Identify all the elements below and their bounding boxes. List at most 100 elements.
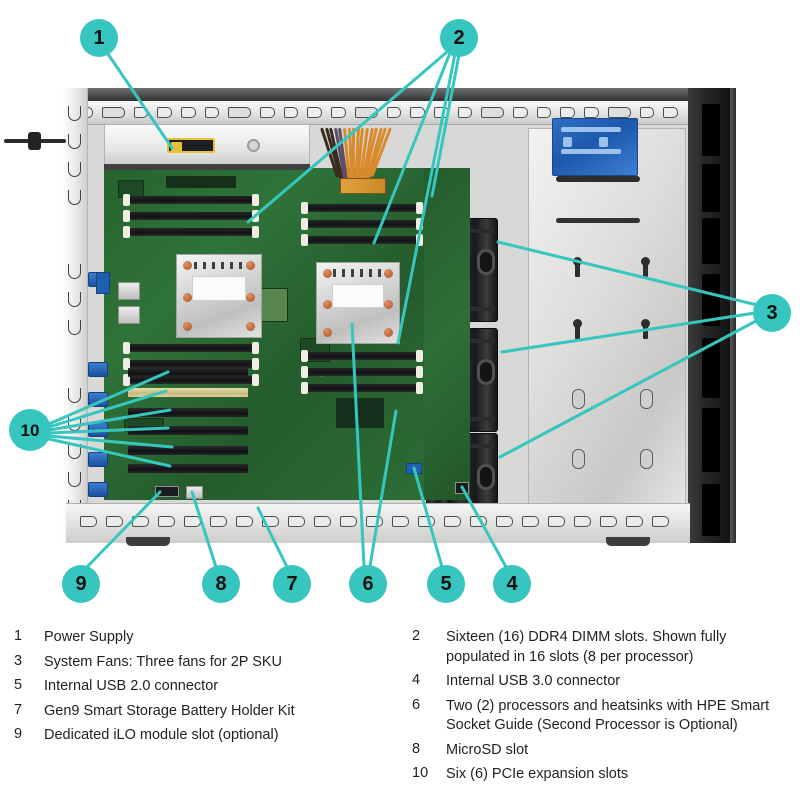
psu-thumbscrew xyxy=(247,139,260,152)
dimm-slot xyxy=(123,342,259,354)
callout-bubble-1[interactable]: 1 xyxy=(80,19,118,57)
dimm-slot xyxy=(123,374,259,386)
chassis-foot-right xyxy=(606,537,650,546)
legend-text: System Fans: Three fans for 2P SKU xyxy=(44,653,283,670)
leader-line-10 xyxy=(47,434,174,449)
front-bezel xyxy=(688,88,734,543)
leader-line-3 xyxy=(496,240,759,307)
callout-bubble-8[interactable]: 8 xyxy=(202,565,240,603)
leader-line-3 xyxy=(500,311,757,354)
callout-bubble-10[interactable]: 10 xyxy=(9,409,51,451)
leader-line-10 xyxy=(47,437,172,468)
legend-text: Internal USB 2.0 connector xyxy=(44,678,219,695)
legend-number: 8 xyxy=(412,740,421,757)
cage-keyhole xyxy=(569,447,586,469)
dimm-slot xyxy=(123,358,259,370)
legend-number: 10 xyxy=(412,765,429,782)
legend-number: 6 xyxy=(412,696,421,713)
cage-keyhole xyxy=(637,447,654,469)
cage-keyhole xyxy=(637,319,654,341)
pcie-retainer xyxy=(88,482,108,497)
processor-heatsink-1 xyxy=(176,254,262,338)
leader-line-10 xyxy=(47,389,168,429)
legend-text: Power Supply xyxy=(44,629,134,645)
processor-heatsink-2 xyxy=(316,262,400,344)
legend-text: Sixteen (16) DDR4 DIMM slots. Shown full… xyxy=(446,629,727,665)
legend-row: 8 MicroSD slot xyxy=(412,741,792,761)
pcie-slot xyxy=(128,368,248,377)
legend-text: Dedicated iLO module slot (optional) xyxy=(44,727,279,744)
cage-keyhole xyxy=(637,257,654,279)
callout-bubble-6[interactable]: 6 xyxy=(349,565,387,603)
bottom-rail-vent-slots xyxy=(80,516,680,527)
psu-lower-bar xyxy=(104,164,310,170)
leader-line-4 xyxy=(460,485,508,569)
system-board-right-edge xyxy=(424,168,470,500)
leader-line-3 xyxy=(498,319,758,459)
legend-number: 7 xyxy=(14,701,23,718)
leader-line-2 xyxy=(372,51,452,245)
callout-bubble-9[interactable]: 9 xyxy=(62,565,100,603)
leader-line-8 xyxy=(190,490,218,569)
legend-number: 5 xyxy=(14,677,23,694)
leader-line-2 xyxy=(246,50,449,224)
leader-line-5 xyxy=(412,466,444,569)
leader-line-10 xyxy=(47,426,170,435)
warning-label-icon xyxy=(167,138,215,153)
pcie-slot xyxy=(128,408,248,417)
chassis-foot-left xyxy=(126,537,170,546)
callout-bubble-3[interactable]: 3 xyxy=(753,294,791,332)
pcie-retainer xyxy=(88,452,108,467)
cage-keyhole xyxy=(637,387,654,409)
dimm-slot xyxy=(123,194,259,206)
callout-bubble-7[interactable]: 7 xyxy=(273,565,311,603)
leader-line-7 xyxy=(256,506,289,569)
blue-drive-latch xyxy=(552,118,638,176)
legend-row: 5 Internal USB 2.0 connector xyxy=(14,677,404,697)
dimm-slot xyxy=(123,226,259,238)
legend-number: 4 xyxy=(412,672,421,689)
pcie-slot xyxy=(128,426,248,435)
legend-row: 10 Six (6) PCIe expansion slots xyxy=(412,765,792,785)
callout-leader-lines xyxy=(47,50,759,569)
pcie-slot xyxy=(128,388,248,397)
cage-rod-lower xyxy=(556,218,640,223)
legend-text: Internal USB 3.0 connector xyxy=(446,673,621,690)
callout-bubble-4[interactable]: 4 xyxy=(493,565,531,603)
legend-number: 9 xyxy=(14,726,23,743)
pcie-retainer xyxy=(88,362,108,377)
dimm-slot xyxy=(301,350,423,362)
pcie-slot xyxy=(128,464,248,473)
rear-io-port-2 xyxy=(118,306,140,324)
leader-line-10 xyxy=(47,408,172,432)
legend-row: 3 System Fans: Three fans for 2P SKU xyxy=(14,653,404,673)
power-supply-shroud xyxy=(104,124,310,170)
dimm-slot xyxy=(301,382,423,394)
callout-bubble-2[interactable]: 2 xyxy=(440,19,478,57)
dimm-slot xyxy=(301,218,423,230)
chassis-left-rail xyxy=(62,88,88,543)
chassis-top-rail xyxy=(68,101,688,125)
pcie-slot xyxy=(128,446,248,455)
dimm-slot xyxy=(301,202,423,214)
legend-text: MicroSD slot xyxy=(446,741,529,758)
legend-number: 3 xyxy=(14,652,23,669)
dimm-slot xyxy=(301,366,423,378)
top-rail-vent-slots xyxy=(78,107,678,118)
legend-row: 4 Internal USB 3.0 connector xyxy=(412,672,792,692)
cable-tie-head xyxy=(28,132,41,150)
cage-keyhole xyxy=(569,319,586,341)
legend-row: 9 Dedicated iLO module slot (optional) xyxy=(14,726,404,746)
callout-bubble-5[interactable]: 5 xyxy=(427,565,465,603)
ilo-module-slot xyxy=(155,486,179,497)
legend-text: Six (6) PCIe expansion slots xyxy=(446,766,629,783)
leader-line-10 xyxy=(47,370,170,426)
